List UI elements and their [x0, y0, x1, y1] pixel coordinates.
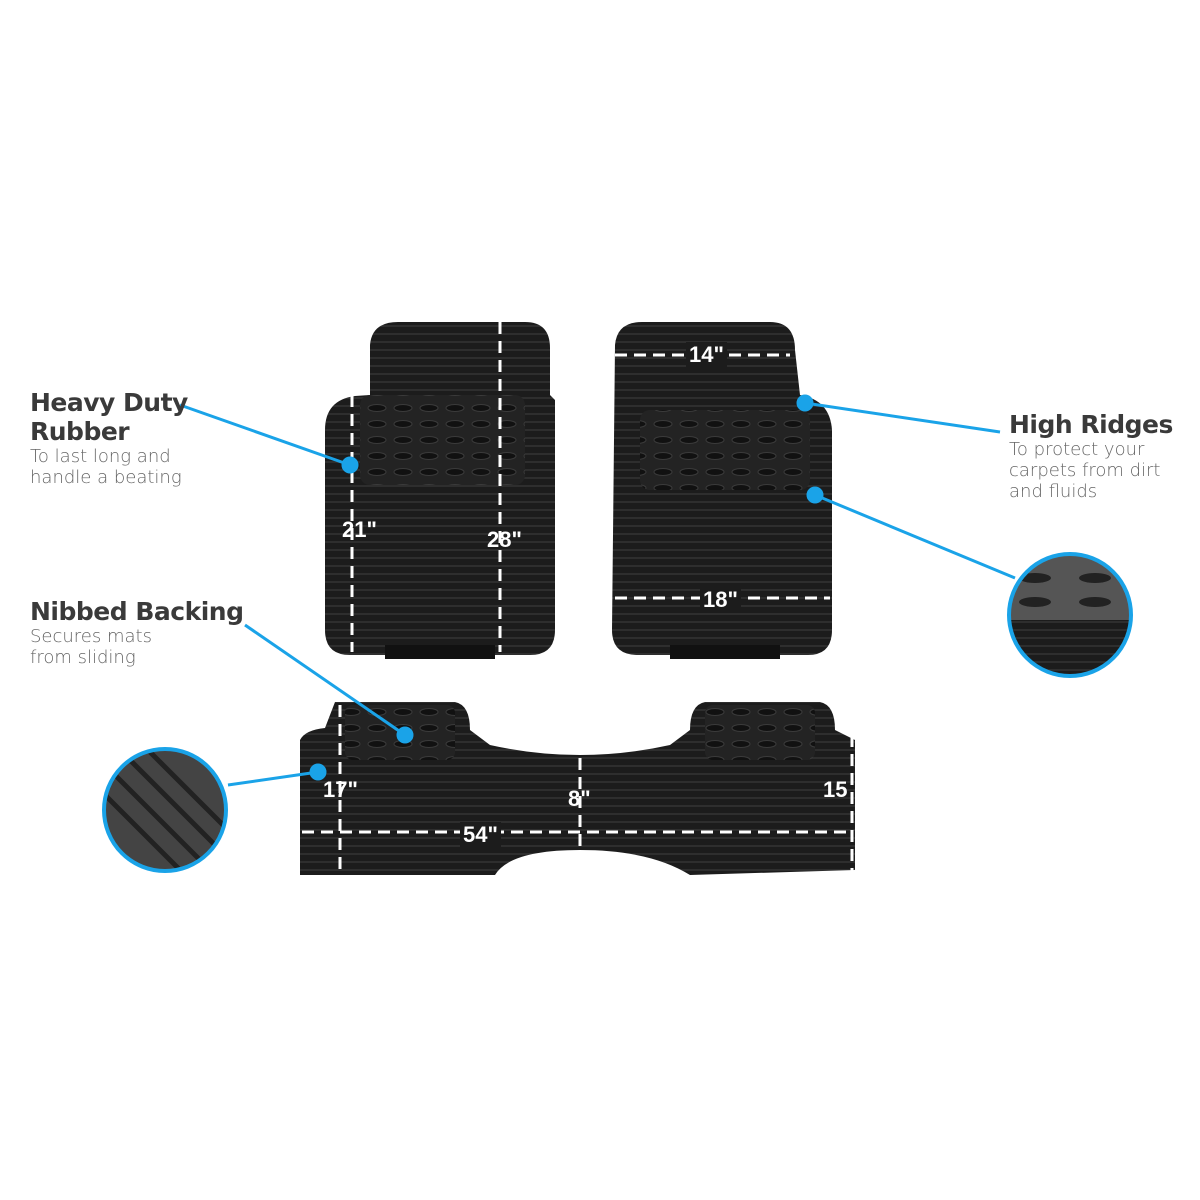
- dim-rear-center: 8": [568, 786, 591, 811]
- front-right-mat: [612, 322, 832, 659]
- callout-description: To last long and: [30, 446, 171, 467]
- callout-title: Heavy Duty: [30, 388, 188, 417]
- high-ridges-callout: High Ridges To protect your carpets from…: [1009, 410, 1173, 502]
- nibbed-backing-callout: Nibbed Backing Secures mats from sliding: [30, 597, 244, 668]
- callout-description: To protect your: [1009, 439, 1145, 460]
- heavy-duty-rubber-callout: Heavy Duty Rubber To last long and handl…: [30, 388, 188, 488]
- callout-title: Rubber: [30, 417, 130, 446]
- callout-description: handle a beating: [30, 467, 182, 488]
- ridges-zoom-circle: [1007, 552, 1133, 678]
- dim-front-right-top: 14": [686, 342, 727, 368]
- callout-lines: [179, 394, 1016, 787]
- nibbed-backing-zoom-circle: [102, 747, 228, 873]
- callout-description: from sliding: [30, 647, 136, 668]
- dim-front-left-width: 21": [342, 517, 377, 542]
- callout-description: and fluids: [1009, 481, 1098, 502]
- callout-title: High Ridges: [1009, 410, 1173, 439]
- dim-rear-side: 17": [323, 777, 358, 802]
- callout-description: carpets from dirt: [1009, 460, 1161, 481]
- dim-front-right-bottom: 18": [700, 587, 741, 613]
- front-left-mat: [325, 322, 555, 659]
- callout-description: Secures mats: [30, 626, 152, 647]
- dim-rear-width: 54": [460, 822, 501, 848]
- callout-title: Nibbed Backing: [30, 597, 244, 626]
- dim-front-left-length: 28": [487, 527, 522, 552]
- dim-rear-right: 15: [823, 777, 848, 802]
